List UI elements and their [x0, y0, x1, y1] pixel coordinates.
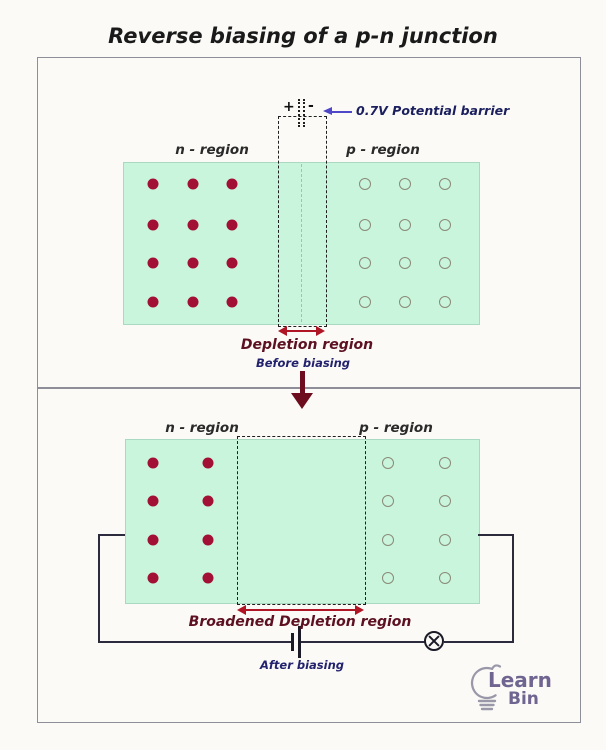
circuit-wire-right-vertical	[512, 534, 514, 643]
broadened-depletion-label: Broadened Depletion region	[188, 614, 412, 630]
logo-text-learn: Learn	[488, 668, 552, 692]
n-region-label-top: n - region	[175, 142, 249, 158]
before-biasing-panel	[37, 57, 581, 388]
barrier-battery-dotted-line	[303, 99, 305, 127]
barrier-battery-dotted-line	[298, 99, 300, 127]
broadened-depletion-dashed-box	[237, 436, 366, 605]
depletion-arrow-left-head-icon	[278, 326, 287, 336]
broadened-arrow-left-head-icon	[237, 605, 246, 615]
barrier-plus-sign: +	[283, 99, 295, 115]
broadened-arrow-line	[245, 609, 356, 611]
depletion-arrow-right-head-icon	[316, 326, 325, 336]
circuit-wire-right-top	[478, 534, 514, 536]
logo-text-bin: Bin	[508, 689, 539, 709]
barrier-arrow-head-icon	[323, 107, 332, 115]
broadened-arrow-right-head-icon	[355, 605, 364, 615]
circuit-wire-bottom-right	[444, 641, 514, 643]
circuit-wire-left-top	[98, 534, 125, 536]
lamp-symbol-icon	[424, 631, 444, 651]
circuit-wire-left-vertical	[98, 534, 100, 643]
n-region-label-bottom: n - region	[165, 420, 239, 436]
after-biasing-panel	[37, 388, 581, 723]
p-region-label-bottom: p - region	[359, 420, 433, 436]
junction-dashed-line	[301, 164, 302, 322]
barrier-arrow-line	[331, 110, 352, 113]
semiconductor-bar-bottom	[125, 439, 480, 604]
after-biasing-caption: After biasing	[259, 658, 345, 672]
circuit-wire-bottom-mid	[301, 641, 425, 643]
transition-arrow-head-icon	[291, 393, 313, 409]
depletion-region-label: Depletion region	[240, 337, 374, 353]
learnbin-logo: Learn Bin	[465, 660, 575, 718]
before-biasing-caption: Before biasing	[255, 356, 351, 370]
bulb-icon	[470, 664, 502, 711]
depletion-dashed-box-top	[278, 116, 327, 327]
barrier-minus-sign: -	[308, 98, 314, 114]
battery-plate-long	[298, 626, 301, 658]
page-title: Reverse biasing of a p-n junction	[108, 24, 498, 48]
battery-plate-short	[291, 633, 294, 651]
transition-arrow-stem	[300, 371, 305, 395]
depletion-arrow-line-top	[286, 330, 317, 332]
circuit-wire-bottom-left	[98, 641, 292, 643]
barrier-label: 0.7V Potential barrier	[356, 103, 510, 118]
p-region-label-top: p - region	[346, 142, 420, 158]
